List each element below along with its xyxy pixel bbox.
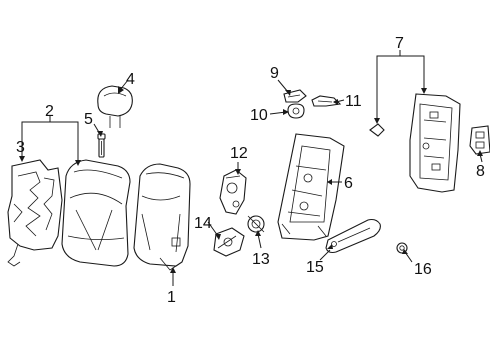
part-8-latch — [469, 125, 490, 155]
part-4-headrest — [97, 85, 133, 128]
callout-11: 11 — [345, 93, 362, 110]
callout-1: 1 — [167, 289, 176, 306]
callout-14: 14 — [194, 215, 212, 232]
part-1-seatback-pad — [133, 163, 191, 271]
callout-13: 13 — [252, 251, 270, 268]
callout-4: 4 — [126, 71, 135, 88]
part-11-retainer — [311, 95, 342, 107]
part-6-seatback-frame — [277, 133, 345, 241]
part-2-seatback-cover — [61, 159, 131, 267]
part-10-clip — [287, 103, 305, 119]
callout-2: 2 — [45, 103, 54, 120]
callout-labels: 1 2 3 4 5 6 7 8 9 10 11 12 13 14 15 16 — [16, 35, 485, 306]
callout-7: 7 — [395, 35, 404, 52]
callout-12: 12 — [230, 145, 248, 162]
part-3-heater-mat — [7, 159, 63, 267]
callout-10: 10 — [250, 107, 268, 124]
part-14-hinge — [213, 227, 245, 257]
callout-5: 5 — [84, 111, 93, 128]
callout-16: 16 — [414, 261, 432, 278]
callout-15: 15 — [306, 259, 324, 276]
callout-8: 8 — [476, 163, 485, 180]
callout-6: 6 — [344, 175, 353, 192]
part-5-headrest-guide — [97, 133, 106, 158]
part-12-recliner — [219, 169, 247, 215]
callout-9: 9 — [270, 65, 279, 82]
part-7-back-panel — [369, 93, 461, 193]
callout-3: 3 — [16, 139, 25, 156]
part-15-trim-panel — [325, 218, 381, 254]
leader-lines — [19, 50, 483, 286]
part-13-bushing — [247, 215, 265, 233]
